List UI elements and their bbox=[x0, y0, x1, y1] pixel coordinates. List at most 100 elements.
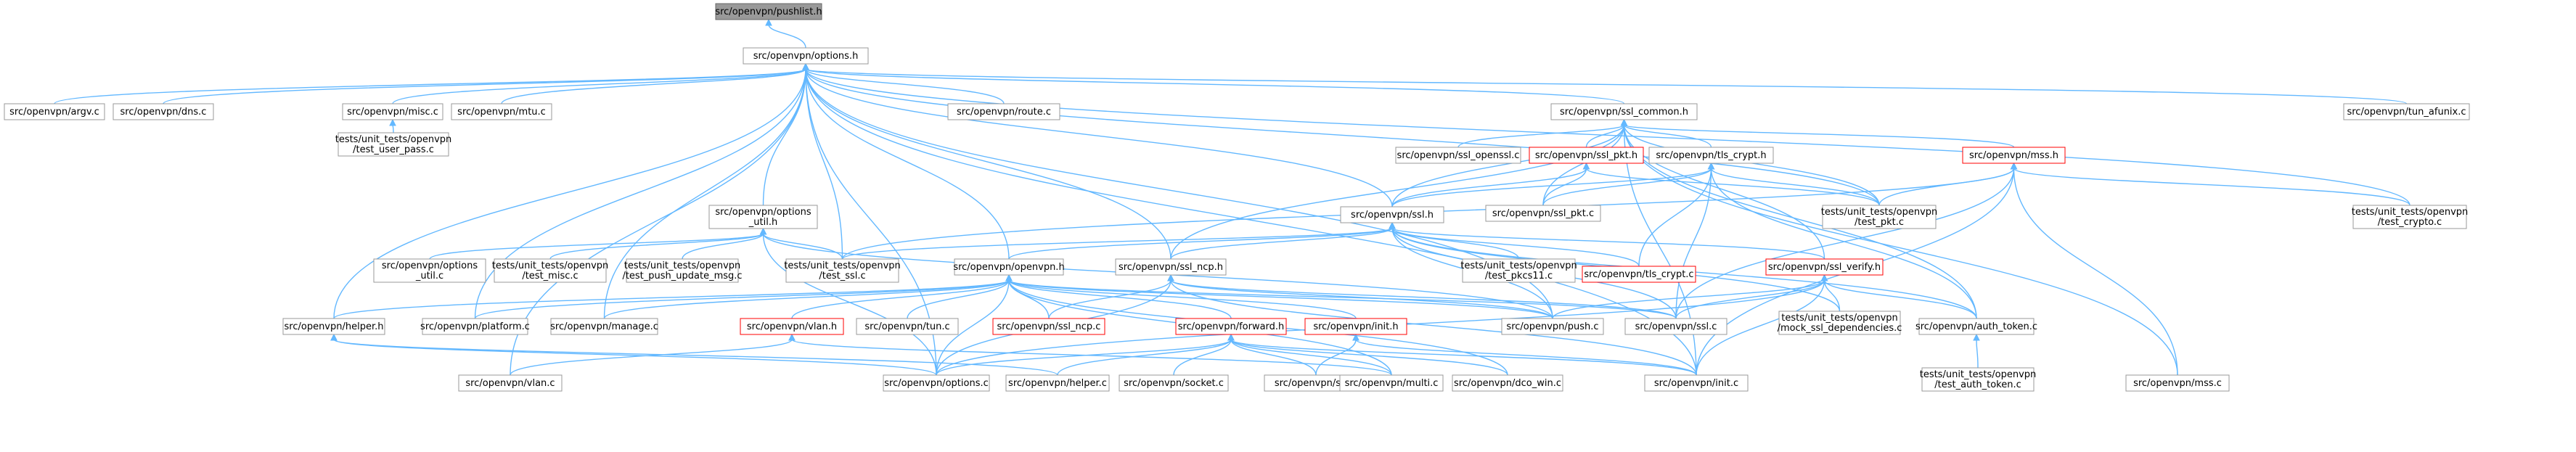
node-label: src/openvpn/tls_crypt.c bbox=[1584, 269, 1693, 280]
node-test_ssl[interactable]: tests/unit_tests/openvpn/test_ssl.c bbox=[784, 258, 901, 283]
node-mss_c[interactable]: src/openvpn/mss.c bbox=[2125, 374, 2230, 392]
edge-tls_crypt_h-to-test_pkt bbox=[1710, 168, 1880, 206]
edge-mss_h-to-ssl_c bbox=[1675, 168, 2015, 319]
edge-ssl_common-to-ssl_ncp_h bbox=[1170, 124, 1625, 260]
node-options_c[interactable]: src/openvpn/options.c bbox=[883, 374, 990, 392]
node-platform[interactable]: src/openvpn/platform.c bbox=[420, 318, 530, 335]
node-sig[interactable]: src/openvpn/sig.c bbox=[1264, 374, 1368, 392]
edge-options_h-to-vlan_c bbox=[510, 68, 806, 376]
node-test_user_pass[interactable]: tests/unit_tests/openvpn/test_user_pass.… bbox=[335, 132, 452, 157]
edge-options_h-to-tun_afunix bbox=[805, 68, 2408, 104]
edge-init_h-to-sig bbox=[1315, 339, 1357, 376]
edge-openvpn_h-to-forward_h bbox=[1008, 279, 1232, 319]
edge-openvpn_h-to-platform bbox=[474, 279, 1010, 319]
node-box bbox=[1529, 147, 1644, 164]
node-box bbox=[1005, 374, 1110, 392]
node-label: _util.h bbox=[748, 217, 777, 228]
node-openvpn_h[interactable]: src/openvpn/openvpn.h bbox=[953, 258, 1065, 276]
node-box bbox=[113, 103, 214, 120]
node-options_util_c[interactable]: src/openvpn/options_util.c bbox=[373, 258, 486, 283]
node-label: src/openvpn/ssl_pkt.c bbox=[1492, 208, 1594, 219]
edge-openvpn_h-to-manage bbox=[603, 279, 1010, 319]
edge-openvpn_h-to-vlan_h bbox=[791, 279, 1010, 319]
node-test_misc[interactable]: tests/unit_tests/openvpn/test_misc.c bbox=[492, 258, 609, 283]
node-label: tests/unit_tests/openvpn bbox=[1821, 207, 1938, 218]
node-ssl_c[interactable]: src/openvpn/ssl.c bbox=[1624, 318, 1727, 335]
node-auth_token[interactable]: src/openvpn/auth_token.c bbox=[1915, 318, 2037, 335]
edge-helper_h-to-options_c bbox=[333, 339, 937, 376]
node-options_h[interactable]: src/openvpn/options.h bbox=[743, 47, 869, 65]
node-tun[interactable]: src/openvpn/tun.c bbox=[856, 318, 959, 335]
node-box bbox=[451, 103, 552, 120]
node-dns[interactable]: src/openvpn/dns.c bbox=[113, 103, 214, 120]
node-route[interactable]: src/openvpn/route.c bbox=[947, 103, 1060, 120]
node-argv[interactable]: src/openvpn/argv.c bbox=[4, 103, 105, 120]
node-push[interactable]: src/openvpn/push.c bbox=[1501, 318, 1604, 335]
node-test_pkt[interactable]: tests/unit_tests/openvpn/test_pkt.c bbox=[1821, 205, 1938, 229]
node-box bbox=[1501, 318, 1604, 335]
node-box bbox=[4, 103, 105, 120]
node-test_pkcs11[interactable]: tests/unit_tests/openvpn/test_pkcs11.c bbox=[1460, 258, 1577, 283]
edge-pushlist-to-options_h bbox=[768, 24, 806, 49]
node-mtu[interactable]: src/openvpn/mtu.c bbox=[451, 103, 552, 120]
edge-ssl_h-to-ssl_ncp_h bbox=[1170, 227, 1393, 260]
node-vlan_c[interactable]: src/openvpn/vlan.c bbox=[458, 374, 563, 392]
node-pushlist[interactable]: src/openvpn/pushlist.h bbox=[715, 3, 822, 20]
node-mss_h[interactable]: src/openvpn/mss.h bbox=[1962, 147, 2066, 164]
node-init_h[interactable]: src/openvpn/init.h bbox=[1304, 318, 1407, 335]
node-manage[interactable]: src/openvpn/manage.c bbox=[550, 318, 658, 335]
edge-ssl_h-to-tls_crypt_c bbox=[1391, 227, 1640, 267]
node-label: /test_push_update_msg.c bbox=[622, 271, 742, 282]
node-box bbox=[1339, 374, 1444, 392]
edge-arrowhead bbox=[802, 62, 809, 70]
edge-ssl_h-to-openvpn_h bbox=[1008, 227, 1393, 260]
node-ssl_h[interactable]: src/openvpn/ssl.h bbox=[1340, 206, 1444, 223]
node-tls_crypt_c[interactable]: src/openvpn/tls_crypt.c bbox=[1582, 266, 1696, 283]
node-test_crypto[interactable]: tests/unit_tests/openvpn/test_crypto.c bbox=[2352, 205, 2469, 229]
node-box bbox=[1918, 318, 2035, 335]
node-options_util_h[interactable]: src/openvpn/options_util.h bbox=[708, 205, 818, 229]
node-forward_h[interactable]: src/openvpn/forward.h bbox=[1175, 318, 1287, 335]
node-box bbox=[708, 205, 818, 229]
node-dco_win[interactable]: src/openvpn/dco_win.c bbox=[1452, 374, 1563, 392]
node-ssl_ncp_h[interactable]: src/openvpn/ssl_ncp.h bbox=[1115, 258, 1227, 276]
node-box bbox=[1485, 205, 1601, 222]
node-ssl_verify_h[interactable]: src/openvpn/ssl_verify.h bbox=[1765, 258, 1884, 276]
node-test_push_update_msg[interactable]: tests/unit_tests/openvpn/test_push_updat… bbox=[622, 258, 743, 283]
node-label: src/openvpn/multi.c bbox=[1345, 378, 1439, 389]
edge-arrowhead bbox=[1707, 162, 1715, 170]
node-multi[interactable]: src/openvpn/multi.c bbox=[1339, 374, 1444, 392]
node-ssl_ncp_c[interactable]: src/openvpn/ssl_ncp.c bbox=[992, 318, 1105, 335]
node-label: src/openvpn/route.c bbox=[957, 107, 1051, 118]
edge-arrowhead bbox=[1582, 162, 1590, 170]
node-ssl_pkt_c[interactable]: src/openvpn/ssl_pkt.c bbox=[1485, 205, 1601, 222]
node-box bbox=[1921, 367, 2035, 392]
edge-options_h-to-platform bbox=[474, 68, 806, 319]
edge-ssl_h-to-ssl_verify_h bbox=[1391, 227, 1825, 260]
node-ssl_pkt_h[interactable]: src/openvpn/ssl_pkt.h bbox=[1529, 147, 1644, 164]
node-mock_ssl[interactable]: tests/unit_tests/openvpn/mock_ssl_depend… bbox=[1778, 311, 1902, 335]
node-ssl_common[interactable]: src/openvpn/ssl_common.h bbox=[1550, 103, 1698, 120]
edge-ssl_common-to-ssl_pkt_c bbox=[1542, 124, 1625, 206]
edge-arrowhead bbox=[765, 18, 772, 26]
edge-mss_h-to-test_crypto bbox=[2013, 168, 2411, 206]
edge-ssl_ncp_h-to-init_c bbox=[1170, 279, 1697, 376]
node-socket[interactable]: src/openvpn/socket.c bbox=[1119, 374, 1229, 392]
node-label: tests/unit_tests/openvpn bbox=[1781, 313, 1898, 324]
node-vlan_h[interactable]: src/openvpn/vlan.h bbox=[740, 318, 844, 335]
node-box bbox=[883, 374, 990, 392]
node-ssl_openssl[interactable]: src/openvpn/ssl_openssl.c bbox=[1395, 147, 1521, 164]
node-tls_crypt_h[interactable]: src/openvpn/tls_crypt.h bbox=[1648, 147, 1774, 164]
node-test_auth_token[interactable]: tests/unit_tests/openvpn/test_auth_token… bbox=[1920, 367, 2037, 392]
node-helper_h[interactable]: src/openvpn/helper.h bbox=[282, 318, 385, 335]
edge-ssl_common-to-ssl_openssl bbox=[1457, 124, 1625, 148]
node-label: src/openvpn/ssl_ncp.c bbox=[997, 321, 1101, 332]
node-box bbox=[550, 318, 658, 335]
edge-options_util_h-to-options_util_c bbox=[429, 233, 764, 260]
node-tun_afunix[interactable]: src/openvpn/tun_afunix.c bbox=[2343, 103, 2470, 120]
node-init_c[interactable]: src/openvpn/init.c bbox=[1644, 374, 1749, 392]
node-label: src/openvpn/manage.c bbox=[550, 321, 658, 332]
node-misc[interactable]: src/openvpn/misc.c bbox=[342, 103, 443, 120]
node-helper_c[interactable]: src/openvpn/helper.c bbox=[1005, 374, 1110, 392]
